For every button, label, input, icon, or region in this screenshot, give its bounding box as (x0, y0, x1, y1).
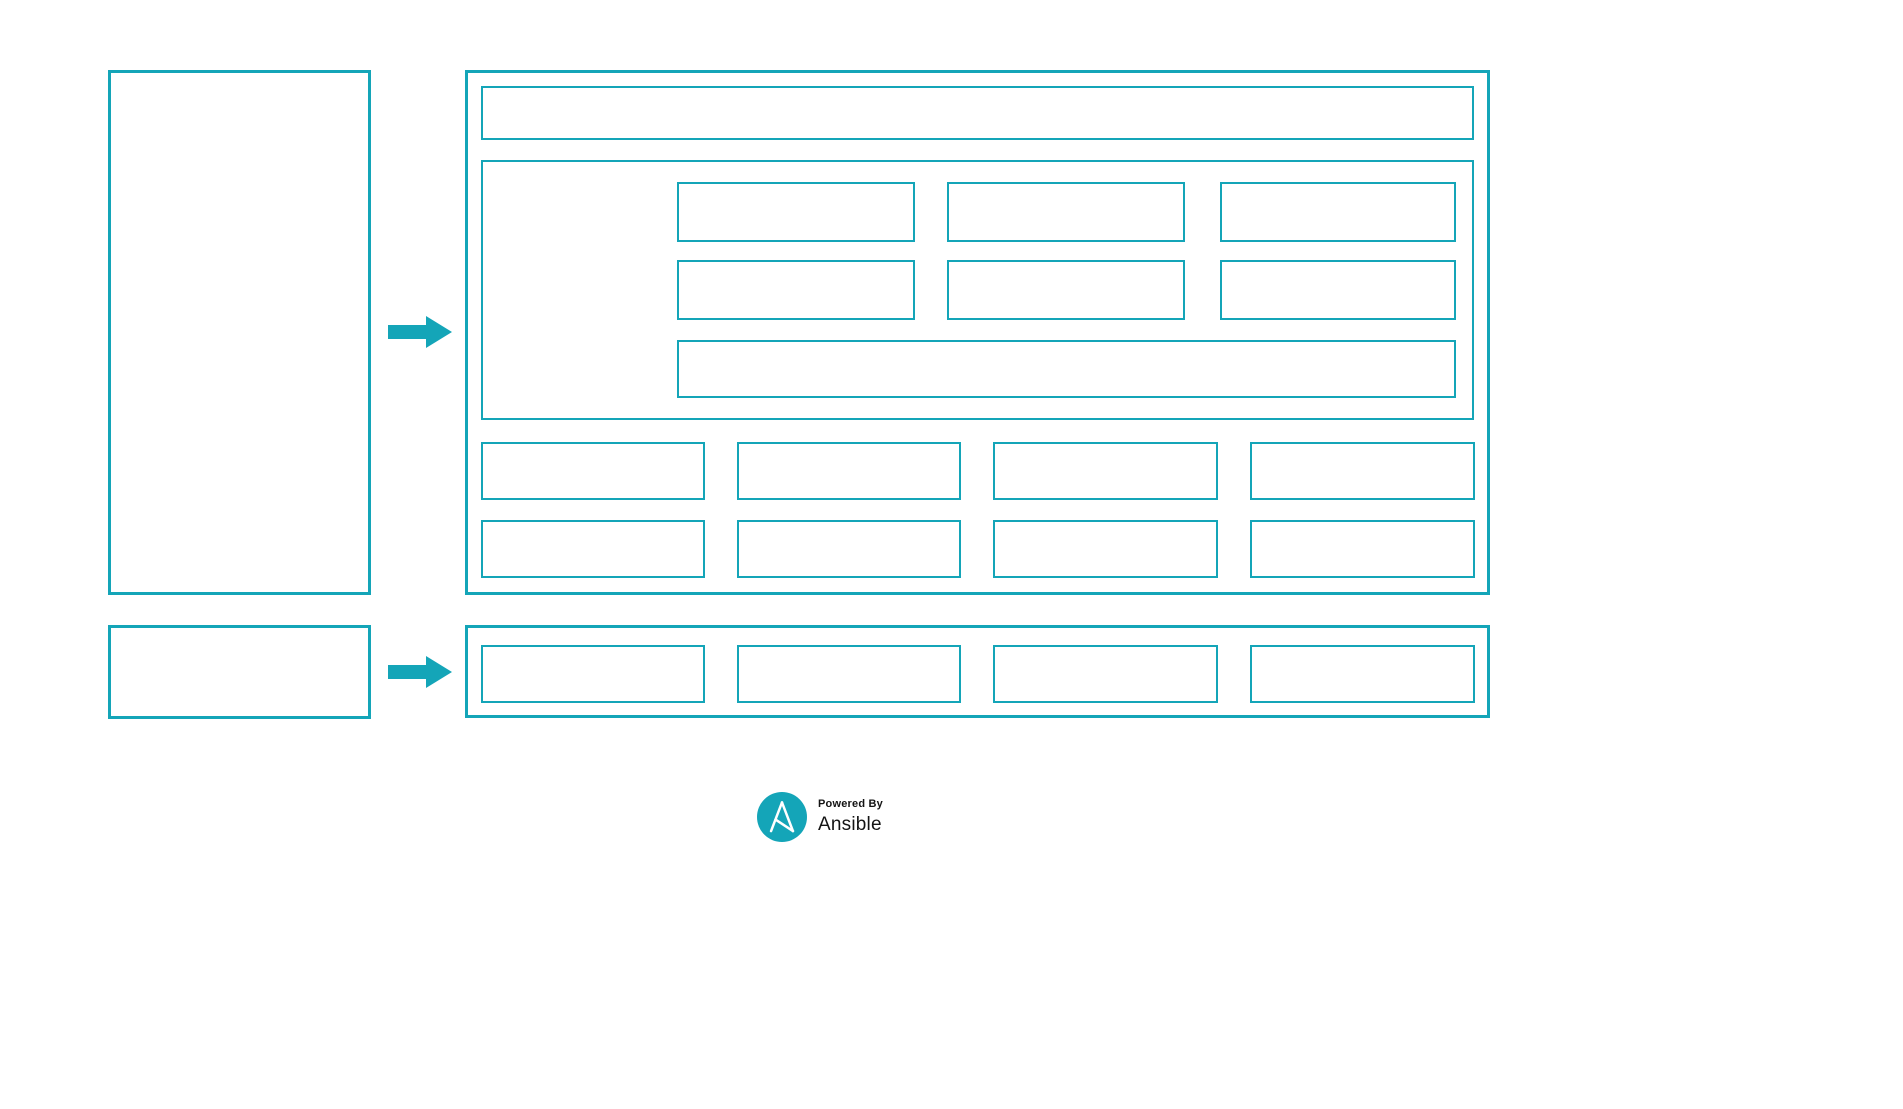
bottom-box (737, 645, 961, 703)
grid-box (481, 442, 705, 500)
left-panel (108, 70, 371, 595)
grid-box (1250, 442, 1475, 500)
inner-wide-box (677, 340, 1456, 398)
badge-text: Powered By Ansible (818, 798, 883, 836)
bottom-box (481, 645, 705, 703)
powered-by-label: Powered By (818, 798, 883, 810)
grid-box (993, 520, 1218, 578)
inner-box (1220, 260, 1456, 320)
arrow-shaft (388, 325, 428, 339)
powered-by-ansible-badge: Powered By Ansible (757, 792, 883, 842)
grid-box (737, 520, 961, 578)
arrow-shaft (388, 665, 428, 679)
inner-box (947, 260, 1185, 320)
inner-box (677, 182, 915, 242)
inner-box (1220, 182, 1456, 242)
grid-box (993, 442, 1218, 500)
grid-box (481, 520, 705, 578)
ansible-logo-icon (757, 792, 807, 842)
bottom-box (1250, 645, 1475, 703)
arrow-head (426, 656, 452, 688)
grid-box (737, 442, 961, 500)
inner-box (947, 182, 1185, 242)
arrow-right-icon (388, 316, 454, 348)
main-header-bar (481, 86, 1474, 140)
arrow-head (426, 316, 452, 348)
grid-box (1250, 520, 1475, 578)
bottom-left-panel (108, 625, 371, 719)
inner-box (677, 260, 915, 320)
bottom-box (993, 645, 1218, 703)
ansible-brand-label: Ansible (818, 814, 882, 835)
arrow-right-icon (388, 656, 454, 688)
